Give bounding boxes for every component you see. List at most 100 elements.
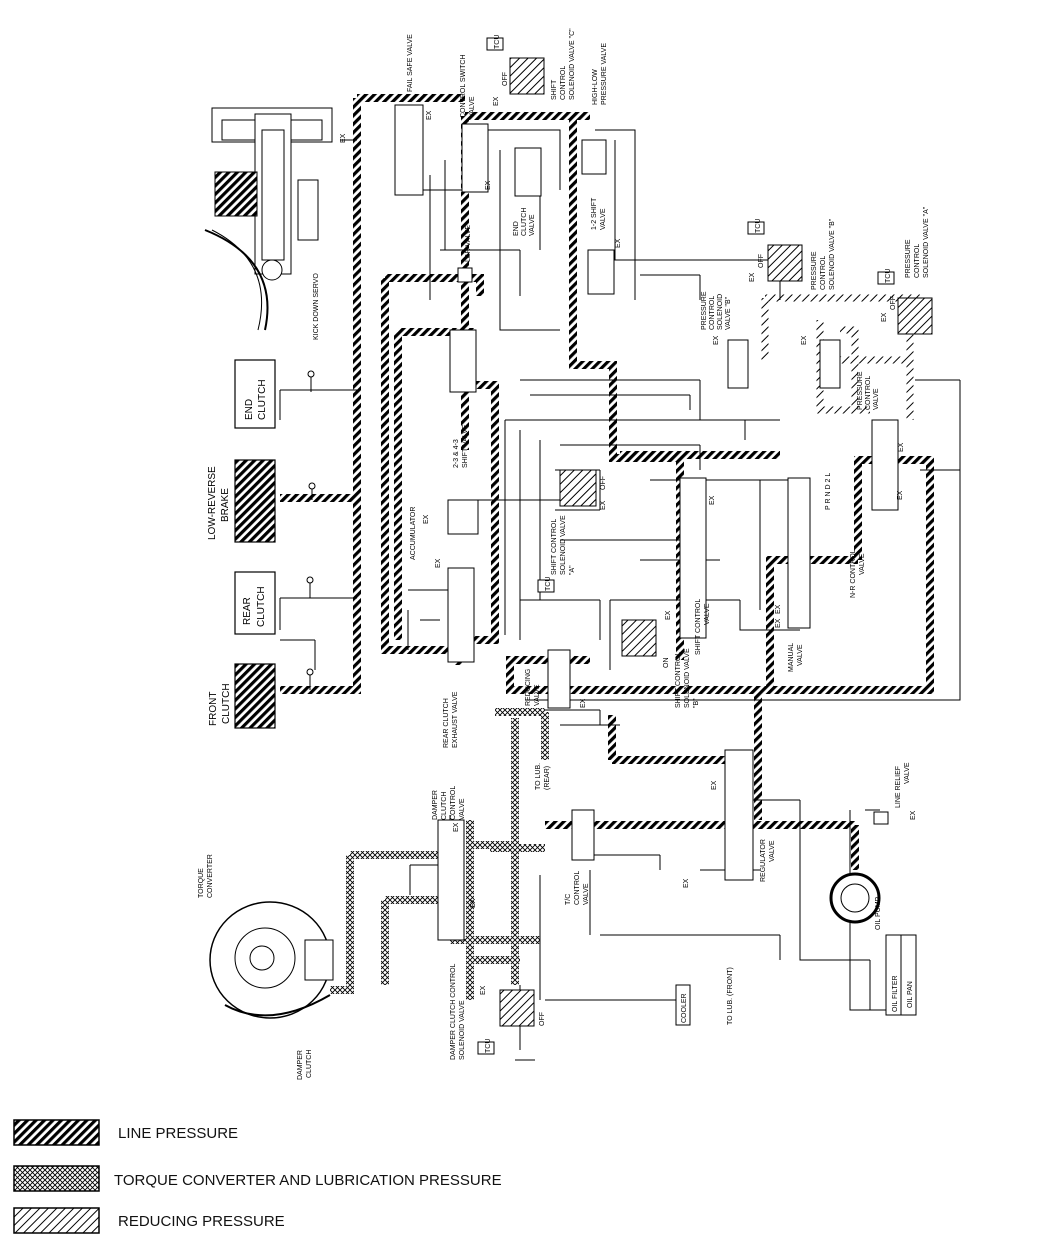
shift-control-solenoid-b xyxy=(621,619,657,657)
pressure-control-valve-label-3: VALVE xyxy=(873,388,880,410)
pc-solenoid-valve-b-label-2: CONTROL xyxy=(709,296,716,330)
rear-clutch-box: REAR CLUTCH xyxy=(234,571,314,635)
legend-label-reducing-pressure: REDUCING PRESSURE xyxy=(118,1213,285,1230)
shift-12-valve-label-1: 1-2 SHIFT xyxy=(591,197,598,230)
legend-item-reducing-pressure: REDUCING PRESSURE xyxy=(13,1207,285,1234)
manual-valve-label-2: VALVE xyxy=(797,644,804,666)
oil-pan-label: OIL PAN xyxy=(907,981,914,1008)
fail-safe-valve-label: FAIL SAFE VALVE xyxy=(407,34,414,92)
high-low-pressure-valve-label-1: HIGH-LOW xyxy=(592,69,599,105)
off-mark-1: OFF xyxy=(502,72,509,86)
ex-mark-9: EX xyxy=(801,335,808,345)
to-lub-rear-label-1: TO LUB. xyxy=(535,763,542,790)
torque-converter xyxy=(209,901,334,1019)
pressure-control-solenoid-a: TCU xyxy=(877,269,933,335)
rear-clutch-exhaust-valve-label-2: EXHAUST VALVE xyxy=(452,691,459,748)
tc-control-valve-label-2: CONTROL xyxy=(574,871,581,905)
prnd2l-label: P R N D 2 L xyxy=(825,473,832,510)
legend-swatch-reducing-pressure xyxy=(13,1207,100,1234)
reducing-valve-label-2: VALVE xyxy=(534,684,541,706)
legend-label-tc-lube-pressure: TORQUE CONVERTER AND LUBRICATION PRESSUR… xyxy=(114,1172,502,1189)
pc-solenoid-b-label-2: CONTROL xyxy=(820,256,827,290)
rear-clutch-label-2: CLUTCH xyxy=(256,586,267,627)
accumulator-label: ACCUMULATOR xyxy=(410,507,417,560)
to-lub-front-label: TO LUB. (FRONT) xyxy=(727,967,734,1025)
ex-mark-25: EX xyxy=(910,810,917,820)
ex-mark-13: EX xyxy=(600,500,607,510)
damper-clutch-control-solenoid: TCU xyxy=(477,989,535,1055)
end-clutch-valve-label-3: VALVE xyxy=(529,214,536,236)
pc-solenoid-b-label-1: PRESSURE xyxy=(811,251,818,290)
pc-solenoid-a-label-3: SOLENOID VALVE "A" xyxy=(923,206,930,278)
shift-control-solenoid-a-label-1: SHIFT CONTROL xyxy=(551,519,558,575)
pressure-control-valve-label-1: PRESSURE xyxy=(857,371,864,410)
shift-control-solenoid-c: TCU xyxy=(486,35,545,95)
front-clutch-box: FRONT CLUTCH xyxy=(208,663,314,729)
kick-down-servo-label: KICK DOWN SERVO xyxy=(313,273,320,340)
rear-clutch-exhaust-valve-body xyxy=(447,567,475,663)
pressure-control-valve-body xyxy=(819,339,841,389)
off-mark-3: OFF xyxy=(890,296,897,310)
rear-clutch-label-1: REAR xyxy=(242,597,253,625)
damper-clutch-control-valve-label-4: VALVE xyxy=(459,798,466,820)
shift-12-valve-label-2: VALVE xyxy=(600,208,607,230)
legend-swatch-tc-lube-pressure xyxy=(13,1165,100,1192)
pc-solenoid-a-label-2: CONTROL xyxy=(914,244,921,278)
damper-clutch-solenoid-label-1: DAMPER CLUTCH CONTROL xyxy=(450,963,457,1060)
fail-safe-valve-body xyxy=(394,104,424,196)
low-reverse-brake-label-2: BRAKE xyxy=(220,488,231,522)
shift-control-valve-label-1: SHIFT CONTROL xyxy=(695,599,702,655)
tc-control-valve-body xyxy=(571,809,595,861)
tcu-c: TCU xyxy=(494,35,501,49)
end-clutch-valve-body xyxy=(514,147,542,197)
low-reverse-brake-box: LOW-REVERSE BRAKE xyxy=(207,459,316,543)
end-clutch-label-1: END xyxy=(244,399,255,420)
ex-mark-19: EX xyxy=(580,698,587,708)
regulator-valve-label-2: VALVE xyxy=(769,840,776,862)
ex-mark-12: EX xyxy=(709,495,716,505)
shift-control-solenoid-b-label-2: SOLENOID VALVE xyxy=(684,648,691,708)
accumulator-body xyxy=(447,499,479,535)
oil-pump xyxy=(829,872,881,924)
shift-control-valve-body xyxy=(679,477,707,639)
pc-solenoid-a-label-1: PRESSURE xyxy=(905,239,912,278)
manual-valve-body xyxy=(787,477,811,629)
line-relief-valve-body xyxy=(873,811,889,825)
damper-clutch-label-2: CLUTCH xyxy=(306,1050,313,1078)
off-mark-2: OFF xyxy=(758,254,765,268)
pc-valve-b-body xyxy=(727,339,749,389)
tc-control-valve-label-1: T/C xyxy=(565,894,572,905)
ex-mark-18: EX xyxy=(775,618,782,628)
reducing-valve-label-1: REDUCING xyxy=(525,669,532,706)
shift-234-valve-label-1: 2-3 & 4-3 xyxy=(453,439,460,468)
legend-item-tc-lube-pressure: TORQUE CONVERTER AND LUBRICATION PRESSUR… xyxy=(13,1165,502,1192)
control-switch-valve-body xyxy=(461,123,489,193)
regulator-valve-label-1: REGULATOR xyxy=(760,839,767,882)
ex-mark-22: EX xyxy=(470,898,477,908)
damper-clutch-label-1: DAMPER xyxy=(297,1050,304,1080)
reducing-pressure-passages xyxy=(761,294,920,420)
rear-clutch-exhaust-valve-label-1: REAR CLUTCH xyxy=(443,698,450,748)
oil-filter-pan xyxy=(885,934,917,1016)
ex-mark-24: EX xyxy=(480,985,487,995)
to-lub-rear-label-2: (REAR) xyxy=(544,766,551,790)
high-low-pressure-valve-label-2: PRESSURE VALVE xyxy=(601,43,608,105)
ex-mark-20: EX xyxy=(711,780,718,790)
cooler-box xyxy=(675,984,691,1026)
cooler-label: COOLER xyxy=(681,993,688,1023)
ex-mark-16: EX xyxy=(665,610,672,620)
shift-control-solenoid-b-label-1: SHIFT CONTROL xyxy=(675,652,682,708)
end-clutch-label-2: CLUTCH xyxy=(257,379,268,420)
oil-pump-label: OIL PUMP xyxy=(875,896,882,930)
ex-mark-1: EX xyxy=(426,110,433,120)
tcu-a: TCU xyxy=(885,269,892,283)
oil-filter-label: OIL FILTER xyxy=(892,975,899,1012)
end-clutch-valve-label-2: CLUTCH xyxy=(521,208,528,236)
pc-solenoid-valve-b-label-1: PRESSURE xyxy=(701,291,708,330)
high-low-pressure-valve-body xyxy=(581,139,607,175)
shift-control-solenoid-a: TCU xyxy=(537,469,597,593)
ex-mark-3: EX xyxy=(493,96,500,106)
legend: LINE PRESSURE TORQUE CONVERTER AND LUBRI… xyxy=(13,1119,502,1234)
shift-control-solenoid-a-label-2: SOLENOID VALVE xyxy=(560,515,567,575)
tc-control-valve-label-3: VALVE xyxy=(583,883,590,905)
